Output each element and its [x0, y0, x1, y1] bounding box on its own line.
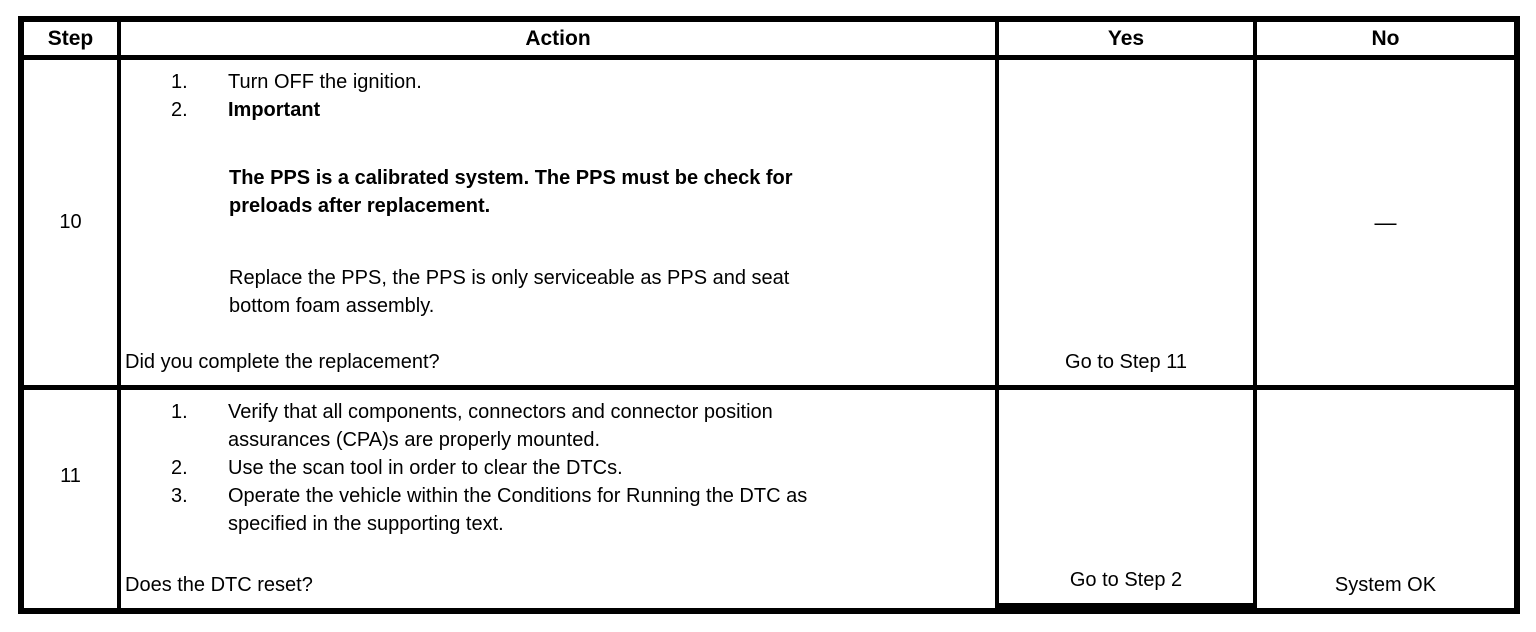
- important-paragraph: The PPS is a calibrated system. The PPS …: [229, 164, 990, 220]
- action-cell-step-11: 1. Verify that all components, connector…: [121, 390, 999, 608]
- no-cell-step-11: System OK: [1257, 390, 1514, 608]
- list-item-number: 3.: [171, 485, 188, 507]
- step-number-10: 10: [24, 60, 121, 390]
- action-cell-step-10: 1. Turn OFF the ignition. 2. Important T…: [121, 60, 999, 390]
- list-item-line: Operate the vehicle within the Condition…: [228, 485, 808, 507]
- paragraph-line: bottom foam assembly.: [229, 295, 435, 317]
- list-item-text: Important: [228, 99, 321, 121]
- diagnostic-table: Step Action Yes No 10 1. Turn OFF the ig…: [18, 16, 1520, 614]
- column-header-yes: Yes: [999, 22, 1257, 60]
- yes-answer-text: Go to Step 2: [1069, 569, 1183, 591]
- instruction-paragraph: Replace the PPS, the PPS is only service…: [229, 264, 990, 320]
- list-item: 3. Operate the vehicle within the Condit…: [171, 482, 990, 538]
- list-item: 2. Important: [171, 96, 990, 124]
- paragraph-line: The PPS is a calibrated system. The PPS …: [229, 167, 793, 189]
- list-item-line: specified in the supporting text.: [228, 513, 504, 535]
- no-cell-step-10: —: [1257, 60, 1514, 390]
- yes-cell-step-10: Go to Step 11: [999, 60, 1257, 390]
- list-item-text: Operate the vehicle within the Condition…: [228, 482, 807, 538]
- list-item-line: assurances (CPA)s are properly mounted.: [228, 429, 601, 451]
- paragraph-line: preloads after replacement.: [229, 195, 491, 217]
- list-item-text: Verify that all components, connectors a…: [228, 398, 773, 454]
- paragraph-line: Replace the PPS, the PPS is only service…: [229, 267, 790, 289]
- list-item: 1. Turn OFF the ignition.: [171, 68, 990, 96]
- list-item-number: 1.: [171, 401, 188, 423]
- column-header-action: Action: [121, 22, 999, 60]
- question-text: Does the DTC reset?: [125, 574, 313, 596]
- no-answer-text: System OK: [1334, 574, 1437, 596]
- list-item: 1. Verify that all components, connector…: [171, 398, 990, 454]
- list-item-number: 2.: [171, 99, 188, 121]
- step-number-11: 11: [24, 390, 121, 608]
- list-item-text: Turn OFF the ignition.: [228, 71, 422, 93]
- em-dash: —: [1374, 209, 1397, 235]
- list-item-line: Verify that all components, connectors a…: [228, 401, 773, 423]
- column-header-step: Step: [24, 22, 121, 60]
- column-header-no: No: [1257, 22, 1514, 60]
- list-item-text: Use the scan tool in order to clear the …: [228, 457, 623, 479]
- list-item: 2. Use the scan tool in order to clear t…: [171, 454, 990, 482]
- yes-answer-text: Go to Step 11: [1065, 351, 1187, 373]
- question-text: Did you complete the replacement?: [125, 351, 440, 373]
- list-item-number: 1.: [171, 71, 188, 93]
- yes-cell-step-11: Go to Step 2: [999, 390, 1257, 608]
- list-item-number: 2.: [171, 457, 188, 479]
